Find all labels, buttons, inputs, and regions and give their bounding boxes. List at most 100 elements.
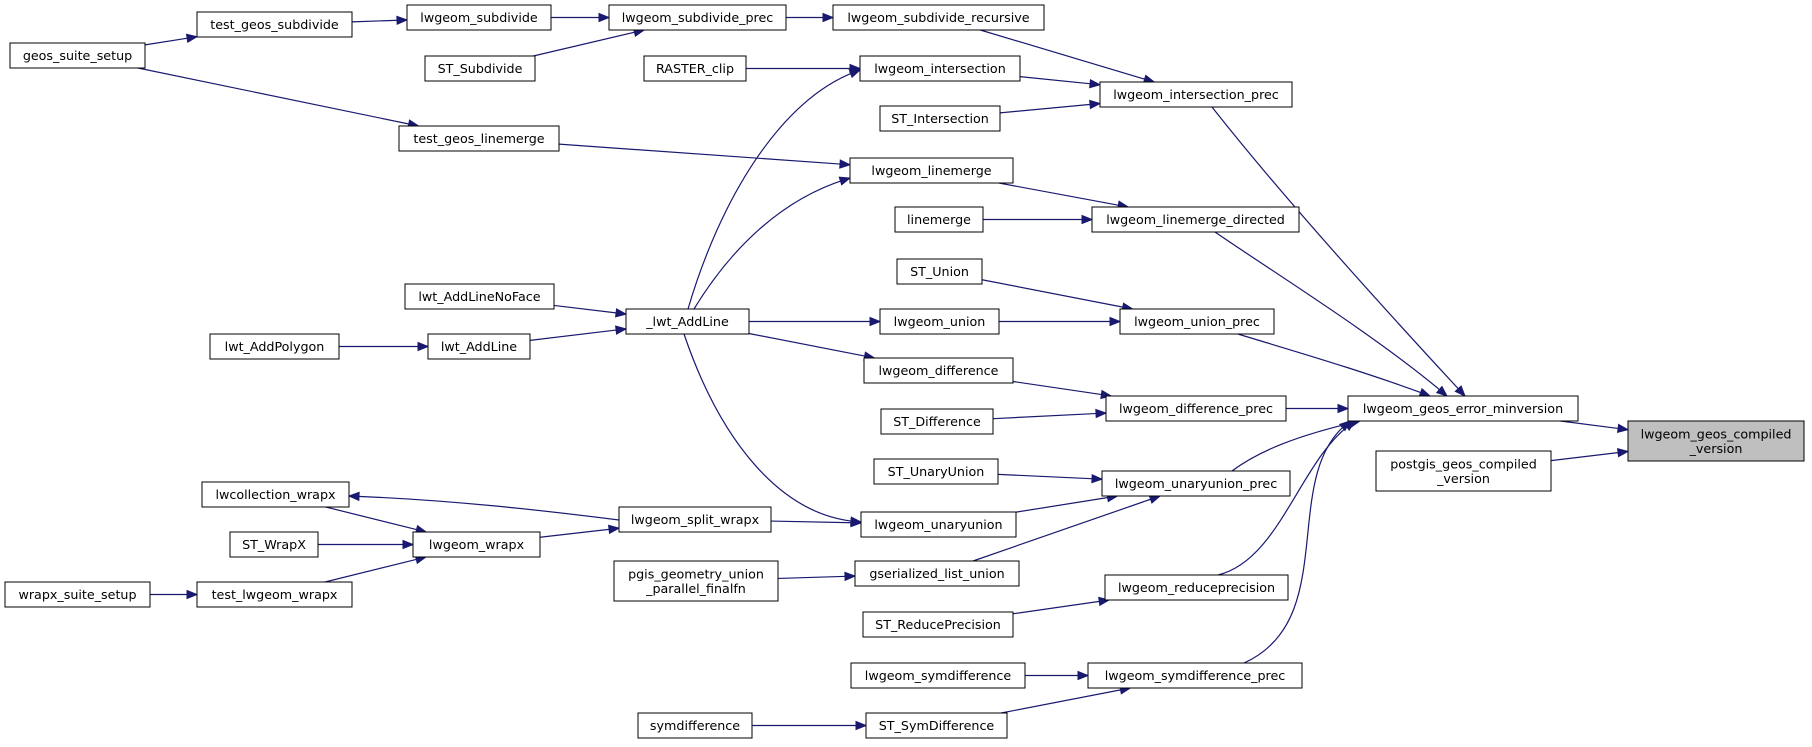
node-stsub[interactable]: ST_Subdivide	[424, 55, 536, 82]
node-stdiff[interactable]: ST_Difference	[880, 408, 994, 435]
node-lwlm[interactable]: lwgeom_linemerge	[849, 157, 1014, 184]
node-subrec[interactable]: lwgeom_subdivide_recursive	[832, 4, 1045, 31]
node-intprec[interactable]: lwgeom_intersection_prec	[1099, 81, 1293, 108]
arrowhead	[848, 69, 862, 79]
node-box	[1627, 420, 1805, 462]
node-label: lwt_AddPolygon	[225, 339, 325, 354]
node-label: ST_Union	[910, 264, 969, 279]
node-gss[interactable]: geos_suite_setup	[9, 42, 146, 69]
arrowhead	[615, 325, 628, 335]
edge-line	[144, 37, 190, 46]
arrowhead	[1337, 403, 1350, 414]
edge-line	[1214, 231, 1444, 393]
edge-line	[1012, 600, 1102, 615]
node-label: lwgeom_subdivide	[420, 10, 538, 25]
node-pgcompv[interactable]: postgis_geos_compiled_version	[1375, 450, 1552, 492]
node-gslu[interactable]: gserialized_list_union	[854, 560, 1020, 587]
node-tgsub[interactable]: test_geos_subdivide	[196, 11, 353, 38]
node-lwuu[interactable]: lwgeom_unaryunion	[860, 511, 1017, 538]
node-stuu[interactable]: ST_UnaryUnion	[873, 458, 999, 485]
node-rclip[interactable]: RASTER_clip	[643, 55, 747, 82]
edge-tglm-to-lwlm	[558, 143, 852, 169]
node-split[interactable]: lwgeom_split_wrapx	[618, 506, 772, 533]
node-lwsub[interactable]: lwgeom_subdivide	[406, 4, 552, 31]
arrowhead	[869, 316, 882, 327]
edge-line	[998, 182, 1121, 207]
node-linemerge[interactable]: linemerge	[894, 206, 984, 233]
node-addlnf[interactable]: lwt_AddLineNoFace	[404, 283, 555, 310]
node-tglm[interactable]: test_geos_linemerge	[398, 125, 560, 152]
node-box	[201, 481, 350, 508]
node-diffprec[interactable]: lwgeom_difference_prec	[1105, 395, 1287, 422]
edge-stsub-to-subprec	[533, 27, 646, 57]
node-root[interactable]: lwgeom_geos_compiled_version	[1627, 420, 1805, 462]
arrowhead	[1091, 473, 1104, 484]
node-symprec[interactable]: lwgeom_symdifference_prec	[1087, 662, 1303, 689]
node-lwwrap[interactable]: lwgeom_wrapx	[412, 531, 541, 558]
edge-addpoly-to-lwtadd	[339, 341, 430, 352]
node-label: lwgeom_split_wrapx	[631, 512, 760, 527]
node-strp[interactable]: ST_ReducePrecision	[862, 611, 1014, 638]
edge-line	[981, 279, 1125, 309]
edge-line	[693, 178, 846, 310]
node-errminv[interactable]: lwgeom_geos_error_minversion	[1347, 395, 1579, 422]
node-redprec[interactable]: lwgeom_reduceprecision	[1104, 574, 1289, 601]
edge-line	[1217, 422, 1353, 576]
node-box	[1101, 470, 1291, 497]
edge-addline-to-lwunion	[749, 316, 882, 327]
arrowhead	[1081, 214, 1094, 225]
node-lwunion[interactable]: lwgeom_union	[879, 308, 1000, 335]
node-stunion[interactable]: ST_Union	[896, 258, 983, 285]
node-box	[424, 55, 536, 82]
node-box	[613, 560, 779, 602]
edge-line	[1019, 76, 1093, 85]
node-label: lwgeom_geos_error_minversion	[1363, 401, 1563, 416]
node-lwsym[interactable]: lwgeom_symdifference	[850, 662, 1026, 689]
node-label: ST_SymDifference	[879, 718, 995, 733]
arrowhead	[855, 720, 868, 731]
node-stint[interactable]: ST_Intersection	[879, 105, 1001, 132]
edge-line	[1015, 496, 1110, 513]
edge-lwlm-to-lmdir	[998, 182, 1130, 210]
node-box	[1347, 395, 1579, 422]
node-subprec[interactable]: lwgeom_subdivide_prec	[608, 4, 787, 31]
node-label: _version	[1436, 471, 1490, 486]
node-label: lwgeom_subdivide_recursive	[847, 10, 1029, 25]
node-lmdir[interactable]: lwgeom_linemerge_directed	[1091, 206, 1300, 233]
node-pguf[interactable]: pgis_geometry_union_parallel_finalfn	[613, 560, 779, 602]
node-lwdiff[interactable]: lwgeom_difference	[863, 357, 1014, 384]
node-symd[interactable]: symdifference	[637, 712, 753, 739]
node-uuprec[interactable]: lwgeom_unaryunion_prec	[1101, 470, 1291, 497]
edge-line	[558, 143, 843, 165]
node-box	[896, 258, 983, 285]
node-lwtadd[interactable]: lwt_AddLine	[427, 333, 531, 360]
node-box	[873, 458, 999, 485]
node-unprec[interactable]: lwgeom_union_prec	[1119, 308, 1275, 335]
edge-lwwrap-to-split	[539, 524, 621, 538]
node-label: postgis_geos_compiled	[1390, 456, 1537, 471]
edge-addline-to-lwint	[687, 69, 862, 310]
node-stsym[interactable]: ST_SymDifference	[865, 712, 1008, 739]
node-label: ST_Subdivide	[438, 61, 523, 76]
node-stwrap[interactable]: ST_WrapX	[229, 531, 319, 558]
node-lwcw[interactable]: lwcollection_wrapx	[201, 481, 350, 508]
node-addpoly[interactable]: lwt_AddPolygon	[209, 333, 340, 360]
arrowhead	[1338, 420, 1352, 432]
arrowhead	[1148, 494, 1162, 504]
edge-split-to-lwuu	[770, 517, 863, 528]
node-addline[interactable]: _lwt_AddLine	[625, 308, 750, 335]
edge-line	[1211, 106, 1461, 392]
arrowhead	[186, 589, 199, 600]
edge-gss-to-tglm	[137, 67, 420, 129]
node-label: lwt_AddLine	[441, 339, 517, 354]
arrowhead	[1089, 99, 1102, 110]
edge-addline-to-lwuu	[683, 333, 863, 526]
node-tlw[interactable]: test_lwgeom_wrapx	[196, 581, 353, 608]
edge-uuprec-to-errminv	[1231, 418, 1362, 472]
node-label: lwgeom_geos_compiled	[1641, 426, 1792, 441]
node-lwint[interactable]: lwgeom_intersection	[859, 55, 1021, 82]
arrowhead	[1089, 78, 1102, 89]
node-wss[interactable]: wrapx_suite_setup	[4, 581, 151, 608]
arrowhead	[396, 15, 409, 26]
node-label: lwgeom_unaryunion	[874, 517, 1002, 532]
